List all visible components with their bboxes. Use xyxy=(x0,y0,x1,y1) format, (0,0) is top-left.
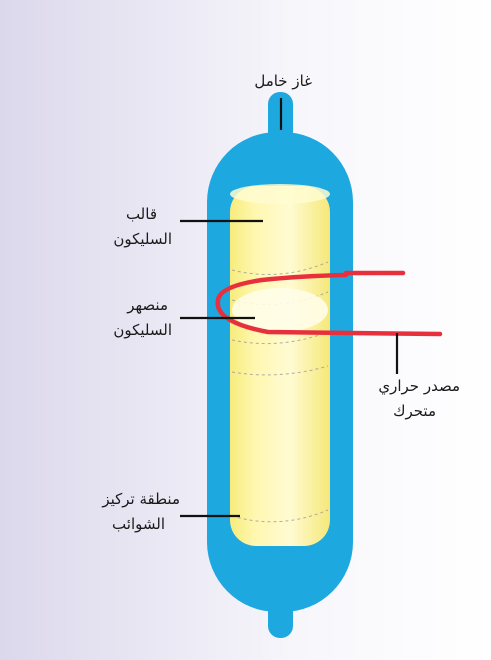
label-inert-gas: غاز خامل xyxy=(254,72,312,90)
label-silicon-mold-line1: قالب xyxy=(125,205,157,223)
label-silicon-mold-line2: السليكون xyxy=(113,230,172,248)
label-silicon-melt-line2: السليكون xyxy=(113,321,172,339)
leader-lines xyxy=(180,98,399,518)
silicon-rod xyxy=(230,184,330,546)
silicon-melt-zone xyxy=(232,288,328,332)
label-impurity-zone-line2: الشوائب xyxy=(112,515,165,533)
label-heat-source-line1: مصدر حراري xyxy=(378,377,460,395)
label-silicon-melt-line1: منصهر xyxy=(127,296,168,314)
label-heat-source-line2: متحرك xyxy=(393,402,436,420)
heater-coil xyxy=(215,270,443,337)
label-impurity-zone-line1: منطقة تركيز xyxy=(102,490,180,508)
